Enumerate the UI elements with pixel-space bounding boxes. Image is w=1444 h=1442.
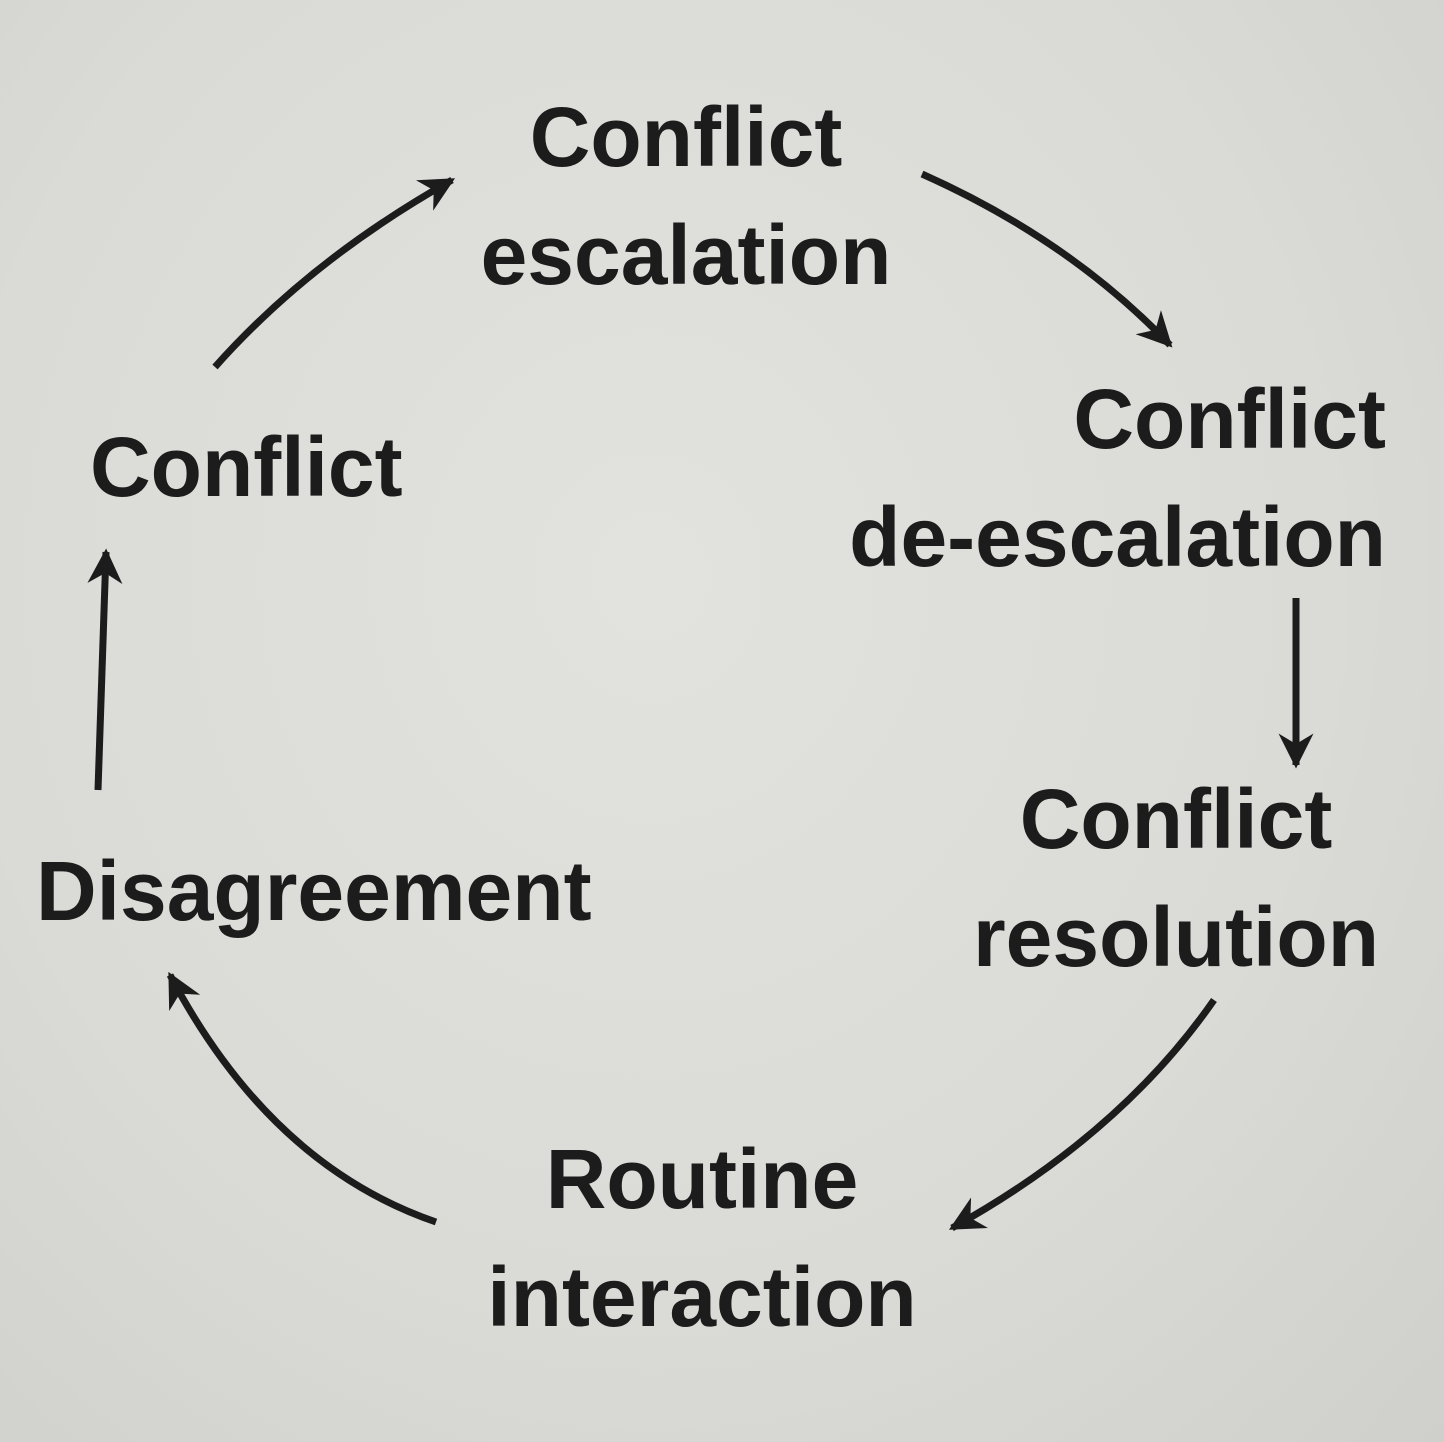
node-disagreement: Disagreement xyxy=(36,832,696,950)
node-label-line: interaction xyxy=(487,1250,917,1344)
node-conflict: Conflict xyxy=(90,408,460,526)
node-label-line: escalation xyxy=(480,208,892,302)
node-conflict-de-escalation: Conflict de-escalation xyxy=(766,360,1386,596)
node-conflict-escalation: Conflict escalation xyxy=(446,78,926,314)
node-label-line: Conflict xyxy=(529,90,843,184)
arrow-resolution-to-routine xyxy=(948,997,1217,1232)
node-routine-interaction: Routine interaction xyxy=(442,1120,962,1356)
node-label-line: Routine xyxy=(545,1132,859,1226)
arrow-routine-to-disagreement xyxy=(166,971,438,1226)
node-label-line: de-escalation xyxy=(849,490,1386,584)
node-label-line: Conflict xyxy=(1019,772,1333,866)
arrow-escalation-to-de-escalation xyxy=(920,170,1173,348)
arrow-disagreement-to-conflict xyxy=(87,548,123,791)
node-conflict-resolution: Conflict resolution xyxy=(936,760,1416,996)
node-label-line: Conflict xyxy=(90,420,403,514)
node-label-line: resolution xyxy=(972,890,1379,984)
node-label-line: Disagreement xyxy=(36,844,592,938)
node-label-line: Conflict xyxy=(1073,372,1386,466)
arrow-conflict-to-escalation xyxy=(212,176,456,370)
